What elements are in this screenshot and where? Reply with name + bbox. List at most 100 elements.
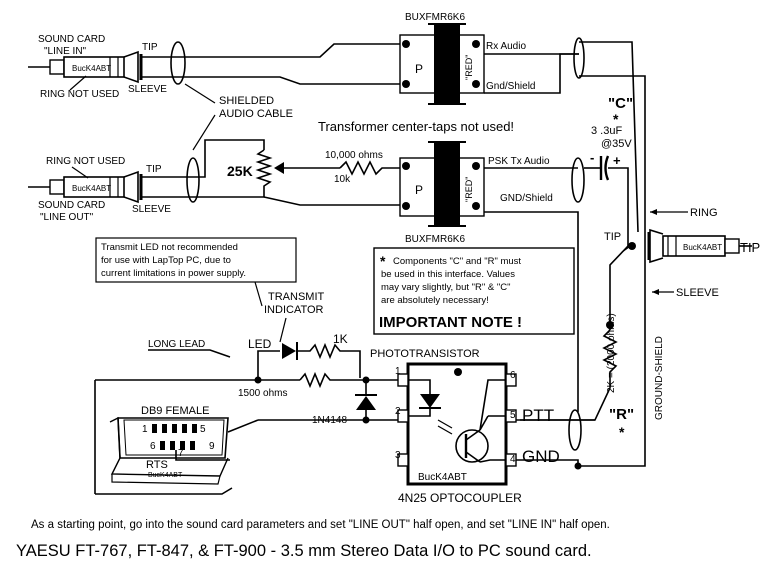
radio-plug	[628, 228, 752, 264]
note-line-1: Components "C" and "R" must	[393, 256, 521, 267]
db9-pin9: 9	[209, 441, 215, 452]
optocoupler-label: 4N25 OPTOCOUPLER	[398, 491, 522, 505]
cap-plus: +	[613, 153, 621, 168]
cap-plate-plus	[604, 155, 610, 181]
pot-label: 25K	[227, 163, 253, 179]
r-letter: "R"	[609, 406, 634, 423]
rx-gnd-wire	[141, 76, 400, 85]
cap-minus: -	[590, 150, 594, 165]
led-label: LED	[248, 337, 272, 351]
line-out-label: "LINE OUT"	[40, 212, 94, 223]
resistor-10k-label: 10k	[334, 174, 351, 185]
led-diode	[282, 343, 296, 359]
db9-pin5: 5	[200, 424, 206, 435]
note-line-3: may vary slightly, but "R" & "C"	[381, 282, 510, 293]
led-note-line-1: Transmit LED not recommended	[101, 242, 238, 253]
indicator-label: INDICATOR	[264, 304, 324, 316]
opto-pin2: 2	[395, 406, 401, 417]
cap-voltage: @35V	[601, 138, 632, 150]
footer-note: As a starting point, go into the sound c…	[31, 519, 610, 531]
sleeve-bot-label: SLEEVE	[132, 204, 171, 215]
line-in-label: "LINE IN"	[44, 46, 87, 57]
bottom-cable-shield	[186, 157, 200, 203]
important-note-box	[373, 247, 575, 335]
ring-not-used-top-label: RING NOT USED	[40, 89, 119, 100]
opto-pin3: 3	[395, 450, 401, 461]
important-note-title: IMPORTANT NOTE !	[379, 314, 522, 331]
sound-card-line-in-label: SOUND CARD	[38, 34, 105, 45]
transformer-top	[399, 23, 485, 105]
cap-c-label: "C"	[608, 95, 633, 112]
db9-label: DB9 FEMALE	[141, 405, 209, 417]
xfmr-top-primary: P	[415, 62, 423, 76]
cap-value: 3 .3uF	[591, 125, 622, 137]
tip-top-label: TIP	[142, 42, 158, 53]
footer-title: YAESU FT-767, FT-847, & FT-900 - 3.5 mm …	[16, 542, 592, 560]
ground-shield-label: GROUND-SHIELD	[654, 336, 665, 420]
transmit-label: TRANSMIT	[268, 291, 325, 303]
rts-label: RTS	[146, 459, 168, 471]
ring-right-label: RING	[690, 207, 718, 219]
tip-bot-label: TIP	[146, 164, 162, 175]
sleeve-top-label: SLEEVE	[128, 84, 167, 95]
db9-pin7: 7	[178, 448, 184, 459]
opto-pin6: 6	[510, 370, 516, 381]
db9-pins	[152, 424, 197, 450]
ring-not-used-bot-label: RING NOT USED	[46, 156, 125, 167]
db9-pin6: 6	[150, 441, 156, 452]
opto-pin1: 1	[395, 366, 401, 377]
tip-right-label: TIP	[604, 231, 621, 243]
resistor-10k	[339, 160, 400, 176]
rx-tip-wire	[141, 43, 400, 58]
line-in-plug	[28, 50, 143, 84]
db9-brand: BucK4ABT	[148, 472, 183, 479]
resistor-ohms: 10,000 ohms	[325, 150, 383, 161]
gnd-shield-bot-label: GND/Shield	[500, 193, 553, 204]
r2k-label: 2K = (2000 ohms)	[606, 313, 617, 393]
tx-cable-shield	[571, 157, 585, 203]
led-note-line-3: current limitations in power supply.	[101, 268, 246, 279]
ground-shield-wire	[578, 260, 646, 467]
xfmr-bot-primary: P	[415, 183, 423, 197]
long-lead-label: LONG LEAD	[148, 339, 205, 350]
xfmr-top-name: BUXFMR6K6	[405, 12, 465, 23]
note-line-4: are absolutely necessary!	[381, 295, 489, 306]
resistor-r-2k	[520, 329, 618, 421]
note-line-2: be used in this interface. Values	[381, 269, 515, 280]
shielded-label: SHIELDED	[219, 95, 274, 107]
radio-plug-brand: BucK4ABT	[683, 243, 722, 252]
led-note-line-2: for use with LapTop PC, due to	[101, 255, 231, 266]
xfmr-bot-name: BUXFMR6K6	[405, 234, 465, 245]
pot-25k	[255, 149, 273, 190]
sleeve-right-label: SLEEVE	[676, 287, 719, 299]
top-cable-shield	[170, 41, 186, 85]
gnd-shield-top-label: Gnd/Shield	[486, 81, 535, 92]
optocoupler-4n25	[397, 362, 517, 486]
xfmr-top-red: "RED"	[464, 55, 474, 80]
note-star: *	[380, 253, 386, 269]
r1500-label: 1500 ohms	[238, 388, 287, 399]
db9-connector	[94, 380, 229, 494]
r1k-label: 1K	[333, 332, 348, 346]
ptt-label: PTT	[522, 406, 554, 425]
phototransistor-label: PHOTOTRANSISTOR	[370, 348, 480, 360]
line-out-plug-brand: BucK4ABT	[72, 184, 111, 193]
audio-cable-label: AUDIO CABLE	[219, 108, 293, 120]
db9-pin1: 1	[142, 424, 148, 435]
tip-right2-label: TIP	[740, 240, 760, 255]
psk-tx-label: PSK Tx Audio	[488, 156, 550, 167]
rx-audio-label: Rx Audio	[486, 41, 526, 52]
resistor-1500	[299, 371, 368, 389]
center-taps-note: Transformer center-taps not used!	[318, 119, 514, 134]
opto-pin5: 5	[510, 410, 516, 421]
xfmr-bot-red: "RED"	[464, 177, 474, 202]
cap-c-star: *	[613, 111, 619, 127]
opto-pin4: 4	[510, 454, 516, 465]
transformer-bottom	[399, 141, 485, 227]
led-note-box	[95, 237, 297, 283]
ptt-cable-shield	[568, 409, 582, 451]
gnd-label: GND	[522, 447, 560, 466]
opto-brand: BucK4ABT	[418, 472, 467, 483]
diode-1n4148	[356, 396, 376, 410]
